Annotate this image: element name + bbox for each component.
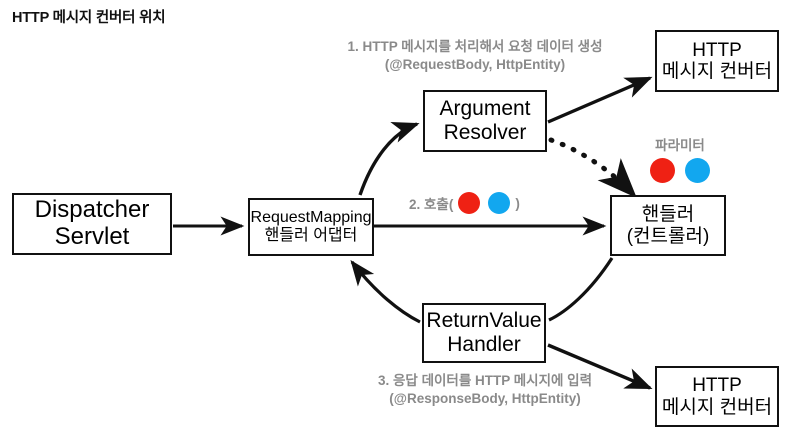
parameter-legend-dots [650, 158, 710, 183]
node-http-message-converter-top-line2: 메시지 컨버터 [661, 61, 773, 82]
parameter-legend: 파라미터 [650, 134, 710, 183]
node-handler-controller[interactable]: 핸들러 (컨트롤러) [610, 195, 726, 256]
annotation-step-3-line2: (@ResponseBody, HttpEntity) [389, 391, 581, 407]
node-request-mapping-handler-adapter-line2: 핸들러 어댑터 [264, 227, 358, 244]
node-http-message-converter-bottom-line1: HTTP [692, 375, 742, 397]
edge-returnvalue-to-converter-bottom [547, 343, 653, 390]
node-argument-resolver-line1: Argument [439, 97, 531, 121]
node-http-message-converter-top-line1: HTTP [692, 39, 742, 61]
node-http-message-converter-bottom[interactable]: HTTP 메시지 컨버터 [655, 366, 779, 427]
edge-adapter-to-argument-resolver [358, 122, 420, 196]
parameter-dot-blue-icon [488, 192, 511, 214]
annotation-step-2: 2. 호출( ) [409, 192, 520, 214]
annotation-step-2-suffix: ) [515, 195, 520, 211]
node-return-value-handler-line2: Handler [447, 333, 521, 356]
node-request-mapping-handler-adapter[interactable]: RequestMapping 핸들러 어댑터 [248, 198, 374, 256]
node-dispatcher-servlet-line1: Dispatcher [34, 196, 150, 224]
edge-handler-to-returnvalue [548, 257, 614, 322]
parameter-legend-dot-blue-icon [685, 158, 710, 183]
parameter-dot-red-icon [458, 192, 481, 214]
node-argument-resolver-line2: Resolver [443, 121, 527, 144]
page-title: HTTP 메시지 컨버터 위치 [12, 10, 166, 26]
node-argument-resolver[interactable]: Argument Resolver [423, 90, 547, 152]
parameter-legend-dot-red-icon [650, 158, 675, 183]
node-http-message-converter-top[interactable]: HTTP 메시지 컨버터 [655, 30, 779, 92]
annotation-step-3: 3. 응답 데이터를 HTTP 메시지에 입력 (@ResponseBody, … [320, 372, 650, 408]
node-handler-controller-line1: 핸들러 [641, 204, 695, 226]
node-return-value-handler-line1: ReturnValue [426, 309, 542, 333]
edge-argument-resolver-to-handler-dotted [548, 137, 637, 199]
edge-argument-resolver-to-converter-top [547, 76, 653, 124]
node-http-message-converter-bottom-line2: 메시지 컨버터 [661, 396, 773, 418]
annotation-step-3-line1: 3. 응답 데이터를 HTTP 메시지에 입력 [377, 373, 593, 388]
annotation-step-2-prefix: 2. 호출( [409, 197, 454, 212]
annotation-step-1: 1. HTTP 메시지를 처리해서 요청 데이터 생성 (@RequestBod… [310, 38, 640, 74]
parameter-legend-label: 파라미터 [655, 138, 705, 153]
node-return-value-handler[interactable]: ReturnValue Handler [422, 303, 546, 363]
annotation-step-1-line2: (@RequestBody, HttpEntity) [384, 57, 566, 73]
annotation-step-1-line1: 1. HTTP 메시지를 처리해서 요청 데이터 생성 [347, 39, 603, 54]
node-handler-controller-line2: (컨트롤러) [626, 225, 710, 247]
node-dispatcher-servlet[interactable]: Dispatcher Servlet [12, 193, 172, 255]
edge-returnvalue-to-adapter [350, 259, 421, 324]
node-dispatcher-servlet-line2: Servlet [54, 223, 130, 250]
node-request-mapping-handler-adapter-line1: RequestMapping [250, 209, 372, 227]
